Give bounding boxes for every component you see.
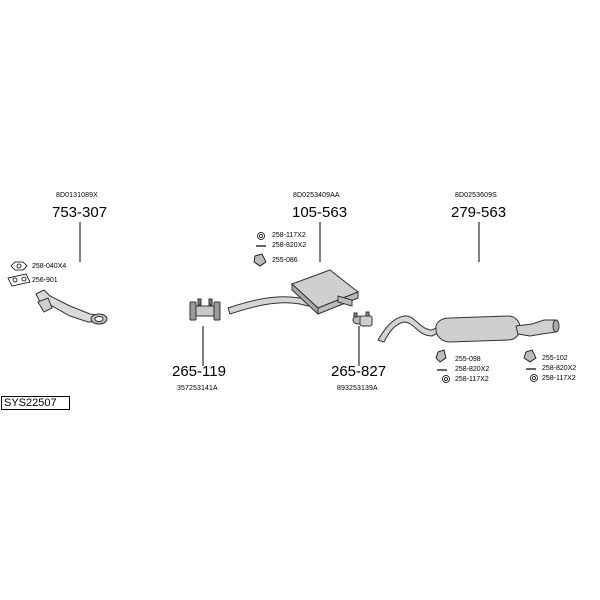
rear-left-fitting-icons (435, 349, 450, 383)
part-number-rear-silencer: 279-563 (451, 204, 507, 221)
hanger-icon (253, 253, 267, 267)
rear-silencer-drawing (377, 315, 560, 343)
fitting-label-center-washer: 258-117X2 (272, 232, 306, 239)
fitting-label-rear-left-hanger: 255-098 (455, 356, 481, 363)
oe-number-sleeve: 893253139A (337, 385, 378, 392)
oe-number-front-pipe: 8D0131089X (56, 192, 98, 199)
front-fitting-icons (7, 261, 31, 287)
gasket-icon (7, 273, 31, 287)
fitting-label-rear-right-bolt: 258-820X2 (542, 365, 577, 372)
fitting-label-center-bolt: 258-820X2 (272, 242, 307, 249)
part-number-front-pipe: 753-307 (52, 204, 108, 221)
center-silencer-drawing (227, 269, 359, 316)
fitting-label-rear-left-washer: 258-117X2 (455, 376, 489, 383)
system-code-box: SYS22507 (1, 396, 70, 410)
fitting-label-front-gasket: 256-901 (32, 277, 58, 284)
clamp-drawing (189, 298, 221, 321)
fitting-label-rear-left-bolt: 258-820X2 (455, 366, 490, 373)
fitting-label-rear-right-hanger: 255-102 (542, 355, 568, 362)
oe-number-clamp: 357253141A (177, 385, 218, 392)
oe-number-center-silencer: 8D0253409AA (293, 192, 340, 199)
leader-lines (79, 222, 480, 366)
part-number-sleeve: 265-827 (331, 363, 387, 380)
fitting-label-rear-right-washer: 258-117X2 (542, 375, 576, 382)
rear-right-fitting-icons (523, 349, 538, 382)
hanger-icon (435, 349, 447, 363)
part-number-center-silencer: 105-563 (292, 204, 348, 221)
hanger-icon (523, 349, 537, 363)
front-pipe-drawing (35, 289, 108, 325)
sleeve-drawing (352, 311, 373, 327)
oe-number-rear-silencer: 8D0253609S (455, 192, 497, 199)
part-number-clamp: 265-119 (172, 363, 226, 380)
center-fitting-icons (253, 232, 267, 267)
fitting-label-front-nut: 258-040X4 (32, 263, 67, 270)
fitting-label-center-hanger: 255-086 (272, 257, 298, 264)
